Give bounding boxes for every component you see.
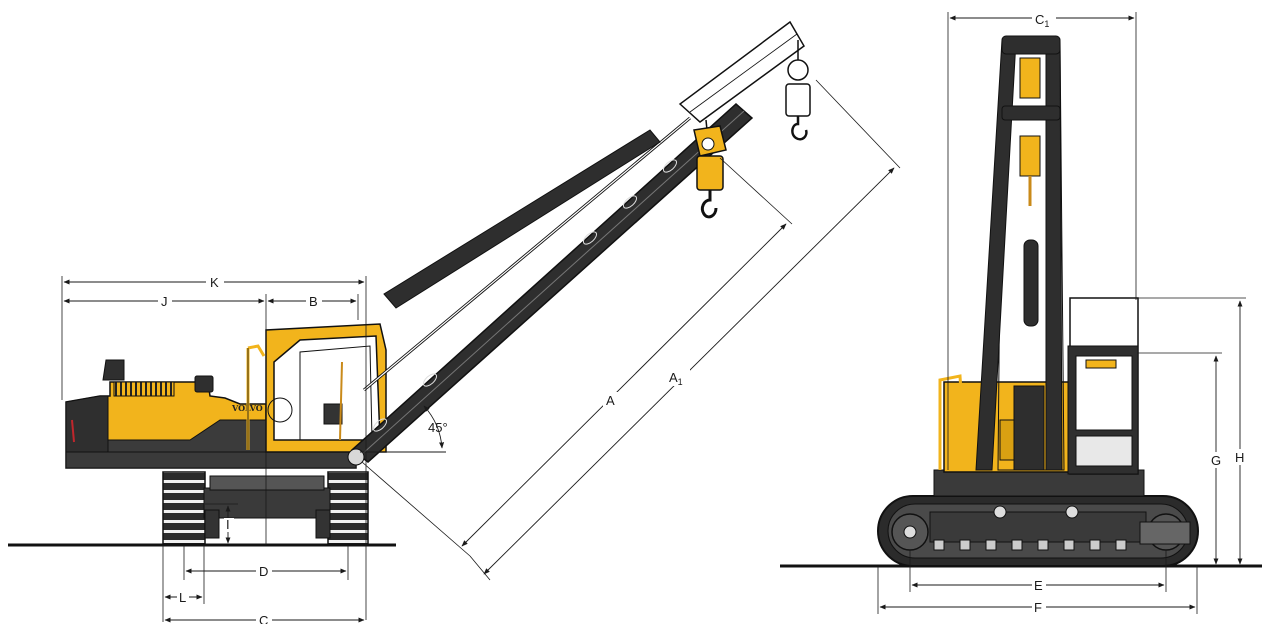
label-d: D: [259, 564, 268, 579]
dimension-d: D: [183, 545, 349, 580]
label-b: B: [309, 294, 318, 309]
label-j: J: [161, 294, 168, 309]
label-g: G: [1211, 453, 1221, 468]
front-crawler-track: [877, 495, 1199, 567]
label-c1: C1: [1035, 12, 1049, 29]
dimension-f: F: [877, 566, 1198, 615]
dimension-j: J: [63, 293, 267, 545]
angle-label: 45°: [428, 420, 448, 435]
side-boom: VOLVO: [347, 20, 805, 466]
dimension-g: G: [1138, 352, 1224, 565]
dimension-l: L: [162, 545, 205, 622]
dimension-c1: C1: [947, 9, 1137, 470]
label-a: A: [606, 393, 615, 408]
label-l: L: [179, 590, 186, 605]
yellow-hook-block: [693, 119, 727, 219]
dimension-a1: A1: [469, 79, 901, 581]
front-cab: [1067, 297, 1139, 475]
dimension-b: B: [267, 293, 359, 320]
label-e: E: [1034, 578, 1043, 593]
dimension-k: K: [61, 274, 367, 620]
front-boom: [975, 35, 1065, 471]
label-a1: A1: [669, 370, 683, 387]
boom-angle-indicator: 45°: [360, 405, 448, 453]
label-c: C: [259, 613, 268, 624]
label-i: I: [226, 517, 230, 532]
dimension-a: A: [361, 157, 793, 557]
label-k: K: [210, 275, 219, 290]
white-hook-block: [785, 40, 811, 141]
side-machine-body: VOLVO: [65, 359, 357, 469]
dimension-e: E: [909, 550, 1167, 593]
side-undercarriage: [162, 471, 369, 545]
label-f: F: [1034, 600, 1042, 615]
dimension-c: C: [164, 612, 365, 624]
dimension-i: I: [205, 503, 238, 544]
dimension-h: H: [1138, 297, 1248, 565]
side-view: VOLVO VOLVO: [8, 20, 901, 624]
front-view: C1 G H E F: [780, 9, 1262, 615]
label-h: H: [1235, 450, 1244, 465]
